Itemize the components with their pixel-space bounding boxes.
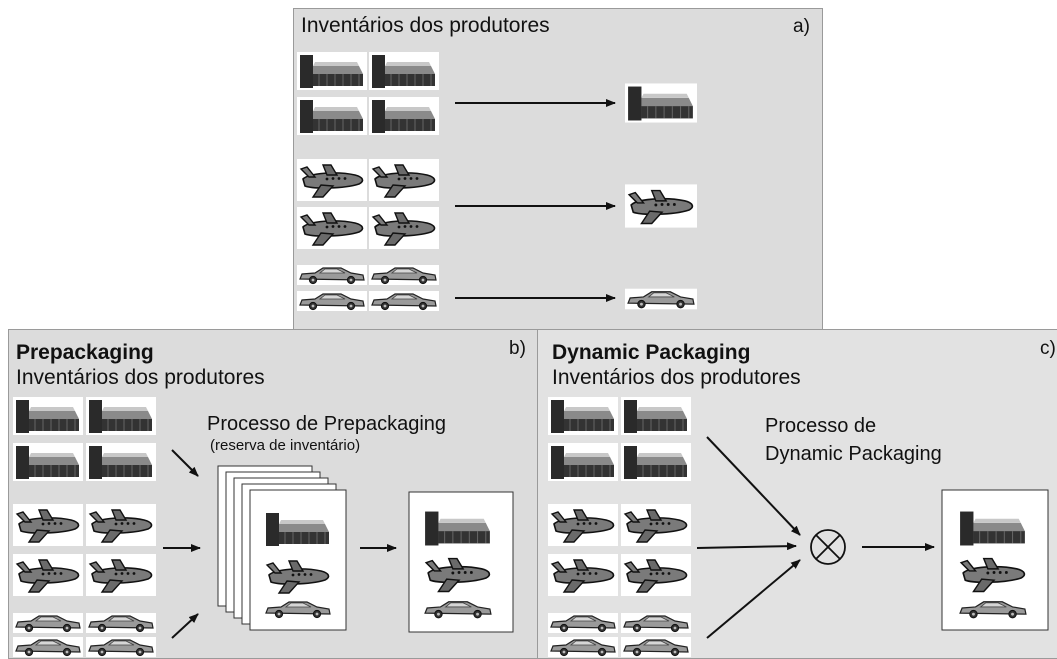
arrow-icon [696, 542, 797, 551]
car-icon [13, 636, 83, 658]
bed-icon [13, 396, 83, 436]
bed-icon [297, 51, 367, 91]
airplane-icon [263, 554, 333, 598]
airplane-icon [86, 553, 156, 597]
airplane-icon [297, 206, 367, 250]
car-icon [621, 612, 691, 634]
bed-icon [86, 442, 156, 482]
dynamic-product-card [941, 489, 1049, 631]
car-icon [548, 612, 618, 634]
airplane-icon [369, 158, 439, 202]
arrow-icon [171, 449, 199, 477]
bed-icon [13, 442, 83, 482]
airplane-icon [297, 158, 367, 202]
airplane-icon [957, 552, 1029, 596]
airplane-icon [548, 503, 618, 547]
panel-a-bed-group [297, 51, 439, 136]
car-icon [297, 264, 367, 286]
airplane-icon [625, 183, 697, 229]
panel-c-title: Dynamic Packaging [552, 341, 751, 364]
panel-a-subtitle: Inventários dos produtores [301, 14, 550, 37]
airplane-icon [369, 206, 439, 250]
bed-icon [548, 442, 618, 482]
airplane-icon [621, 553, 691, 597]
bed-icon [548, 396, 618, 436]
car-icon [369, 264, 439, 286]
panel-b-subtitle: Inventários dos produtores [16, 366, 265, 389]
bed-icon [957, 507, 1029, 549]
bed-icon [422, 507, 494, 549]
car-icon [369, 290, 439, 312]
airplane-icon [13, 503, 83, 547]
car-icon [13, 612, 83, 634]
airplane-icon [548, 553, 618, 597]
car-icon [297, 290, 367, 312]
bed-icon [621, 442, 691, 482]
panel-b-inventory [13, 396, 156, 658]
bed-icon [263, 509, 333, 549]
car-icon [86, 612, 156, 634]
prepackaged-product-card [408, 491, 514, 633]
airplane-icon [422, 552, 494, 596]
bed-icon [625, 82, 697, 124]
panel-c-inventory [548, 396, 691, 658]
car-icon [621, 636, 691, 658]
panel-b-title: Prepackaging [16, 341, 154, 364]
dynamic-process-line2: Dynamic Packaging [765, 443, 942, 465]
car-icon [263, 598, 333, 620]
airplane-icon [13, 553, 83, 597]
panel-a-plane-group [297, 158, 439, 250]
panel-c-tag: c) [1040, 338, 1056, 359]
bed-icon [369, 51, 439, 91]
bed-icon [369, 96, 439, 136]
prepackaging-process-title: Processo de Prepackaging [207, 413, 447, 435]
car-icon [957, 598, 1029, 620]
arrow-icon [171, 613, 199, 639]
combine-circle-icon [810, 529, 846, 565]
car-icon [422, 598, 494, 620]
bed-icon [297, 96, 367, 136]
bed-icon [86, 396, 156, 436]
dynamic-process-line1: Processo de [765, 415, 877, 437]
panel-a-tag: a) [793, 16, 810, 37]
panel-c-subtitle: Inventários dos produtores [552, 366, 801, 389]
arrow-icon [706, 559, 801, 639]
panel-a-car-group [297, 264, 439, 312]
airplane-icon [86, 503, 156, 547]
prepackaging-stacked-pages [217, 465, 347, 631]
arrow-icon [706, 436, 801, 536]
airplane-icon [621, 503, 691, 547]
prepackaging-process-note: (reserva de inventário) [210, 437, 361, 454]
car-icon [548, 636, 618, 658]
bed-icon [621, 396, 691, 436]
panel-b-tag: b) [509, 338, 526, 359]
car-icon [86, 636, 156, 658]
car-icon [625, 288, 697, 310]
